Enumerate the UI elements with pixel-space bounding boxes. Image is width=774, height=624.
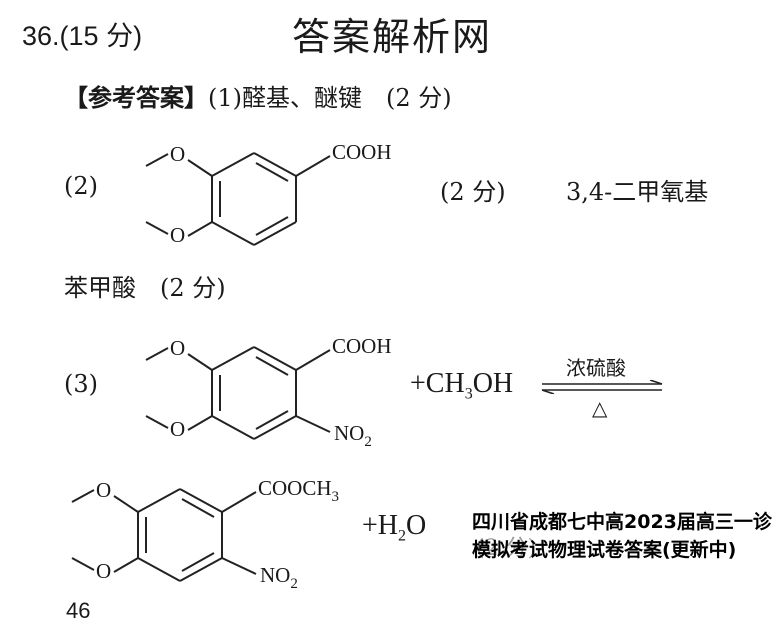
methoxy-oxygen: O [170, 336, 185, 360]
nitro-subscript: 2 [364, 434, 372, 450]
methoxy-oxygen: O [170, 223, 185, 247]
ring-double-bond [255, 410, 289, 430]
ring-double-bond [181, 552, 215, 572]
substituent-bond [187, 159, 213, 177]
watermark-title: 答案解析网 [292, 15, 493, 59]
ester-group: COOCH3 [258, 476, 339, 505]
methoxy-oxygen: O [96, 559, 111, 583]
nitro-subscript: 2 [290, 576, 298, 592]
catalyst-label: 浓硫酸 [566, 356, 626, 380]
question-points: (15 分) [59, 21, 143, 51]
ring-double-bond [255, 216, 289, 236]
ring-bond [211, 415, 255, 440]
methyl-bond [71, 489, 95, 503]
methoxy-oxygen: O [170, 142, 185, 166]
methyl-bond [145, 415, 169, 429]
ester-subscript: 3 [332, 489, 340, 505]
equilibrium-arrow-icon [541, 380, 663, 394]
part2-points: (2 分) [440, 178, 506, 206]
ring-bond [211, 221, 255, 246]
obscured-points: (2 分) [476, 536, 537, 561]
substituent-bond [187, 353, 213, 371]
carboxyl-group: COOH [332, 140, 392, 164]
methanol-text: +CH [410, 368, 465, 399]
substituent-bond [295, 155, 331, 177]
water-text: +H [362, 510, 399, 541]
substituent-bond [113, 557, 139, 573]
ring-bond [211, 152, 255, 177]
nitro-text: NO [260, 563, 290, 587]
reaction-arrow: 浓硫酸 △ [540, 350, 664, 420]
methanol-subscript: 3 [464, 385, 473, 403]
substituent-bond [221, 557, 257, 575]
methoxy-oxygen: O [96, 478, 111, 502]
answer-heading: 【参考答案】 [64, 83, 208, 112]
molecule-methyl-ester-product: O O COOCH3 NO2 [71, 476, 339, 592]
ring-bond [137, 488, 181, 513]
substituent-bond [187, 415, 213, 431]
ring-double-bond [255, 162, 289, 182]
substituent-bond [295, 349, 331, 371]
methoxy-oxygen: O [170, 417, 185, 441]
ring-bond [211, 346, 255, 371]
water-subscript: 2 [398, 527, 407, 545]
page-caption: 四川省成都七中高2023届高三一诊模拟考试物理试卷答案(更新中) [472, 511, 772, 561]
molecule-dimethoxybenzoic-acid: O O COOH [145, 140, 392, 247]
water-product: +H2O [362, 510, 426, 546]
part3-label: (3) [64, 370, 98, 398]
methyl-bond [145, 347, 169, 361]
substituent-bond [221, 491, 257, 513]
water-tail: O [406, 510, 427, 541]
ring-bond [253, 415, 297, 440]
methyl-bond [145, 221, 169, 235]
ring-bond [137, 557, 181, 582]
answer-part1: (1)醛基、醚键 (2 分) [208, 84, 452, 112]
ring-bond [253, 346, 297, 371]
nitro-group: NO2 [334, 421, 372, 450]
ring-bond [253, 221, 297, 246]
question-number-text: 36. [22, 21, 60, 51]
ring-bond [253, 152, 297, 177]
ring-bond [179, 557, 223, 582]
methyl-bond [71, 557, 95, 571]
footer-number: 46 [66, 598, 91, 623]
carboxyl-group: COOH [332, 334, 392, 358]
ring-double-bond [255, 356, 289, 376]
part2-name-1: 3,4-二甲氧基 [566, 178, 709, 206]
methanol-reagent: +CH3OH [410, 368, 513, 404]
substituent-bond [187, 221, 213, 237]
ring-bond [179, 488, 223, 513]
methanol-tail: OH [472, 368, 514, 399]
nitro-group: NO2 [260, 563, 298, 592]
molecule-nitro-dimethoxybenzoic-acid: O O COOH NO2 [145, 334, 392, 450]
substituent-bond [113, 495, 139, 513]
part2-name-2: 苯甲酸 (2 分) [64, 274, 226, 302]
part2-label: (2) [64, 172, 98, 200]
nitro-text: NO [334, 421, 364, 445]
heat-symbol: △ [592, 396, 608, 420]
methyl-bond [145, 153, 169, 167]
substituent-bond [295, 415, 331, 433]
ester-text: COOCH [258, 476, 332, 500]
ring-double-bond [181, 498, 215, 518]
question-number: 36.(15 分) [22, 14, 142, 53]
answer-heading-line: 【参考答案】(1)醛基、醚键 (2 分) [64, 78, 452, 113]
